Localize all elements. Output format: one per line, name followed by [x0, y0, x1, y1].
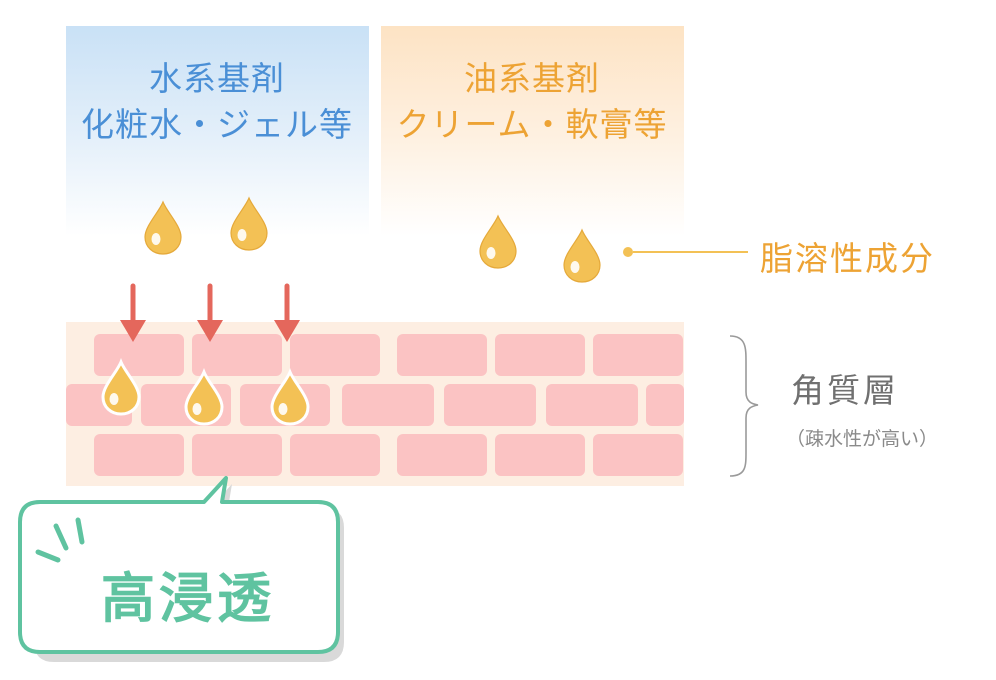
penetration-arrows [120, 283, 300, 342]
brick [342, 384, 434, 426]
brick [444, 384, 536, 426]
oil-base-examples: クリーム・軟膏等 [396, 105, 668, 144]
brick [646, 384, 684, 426]
brick [94, 334, 184, 376]
brick [546, 384, 638, 426]
stratum-corneum-label: 角質層 [791, 371, 899, 410]
leader-dot [623, 247, 633, 257]
brick [397, 334, 487, 376]
brick [397, 434, 487, 476]
water-base-panel [66, 26, 369, 236]
brick-row-2 [66, 384, 684, 426]
brace-icon [729, 335, 759, 477]
brick [495, 434, 585, 476]
oil-base-panel [381, 26, 684, 236]
stratum-corneum-sublabel: （疎水性が高い） [785, 428, 938, 450]
brick [495, 334, 585, 376]
brick [192, 434, 282, 476]
arrow-down-icon [274, 283, 300, 342]
brick [94, 434, 184, 476]
callout-bubble [18, 476, 344, 662]
brick [593, 334, 683, 376]
brick-row-3 [94, 434, 683, 476]
water-base-label: 水系基剤 化粧水・ジェル等 [66, 56, 368, 148]
drop-oil-2 [563, 229, 601, 283]
brick [593, 434, 683, 476]
fat-soluble-label: 脂溶性成分 [760, 239, 935, 278]
oil-base-label: 油系基剤 クリーム・軟膏等 [381, 56, 683, 148]
emphasis-lines-icon [35, 517, 85, 563]
brick-row-1 [94, 334, 683, 376]
callout-label: 高浸透 [101, 567, 275, 630]
water-base-examples: 化粧水・ジェル等 [81, 105, 353, 144]
water-base-title: 水系基剤 [149, 59, 285, 98]
brick [290, 434, 380, 476]
arrow-down-icon [120, 283, 146, 342]
brick [290, 334, 380, 376]
brick [192, 334, 282, 376]
oil-base-title: 油系基剤 [464, 59, 600, 98]
arrow-down-icon [197, 283, 223, 342]
